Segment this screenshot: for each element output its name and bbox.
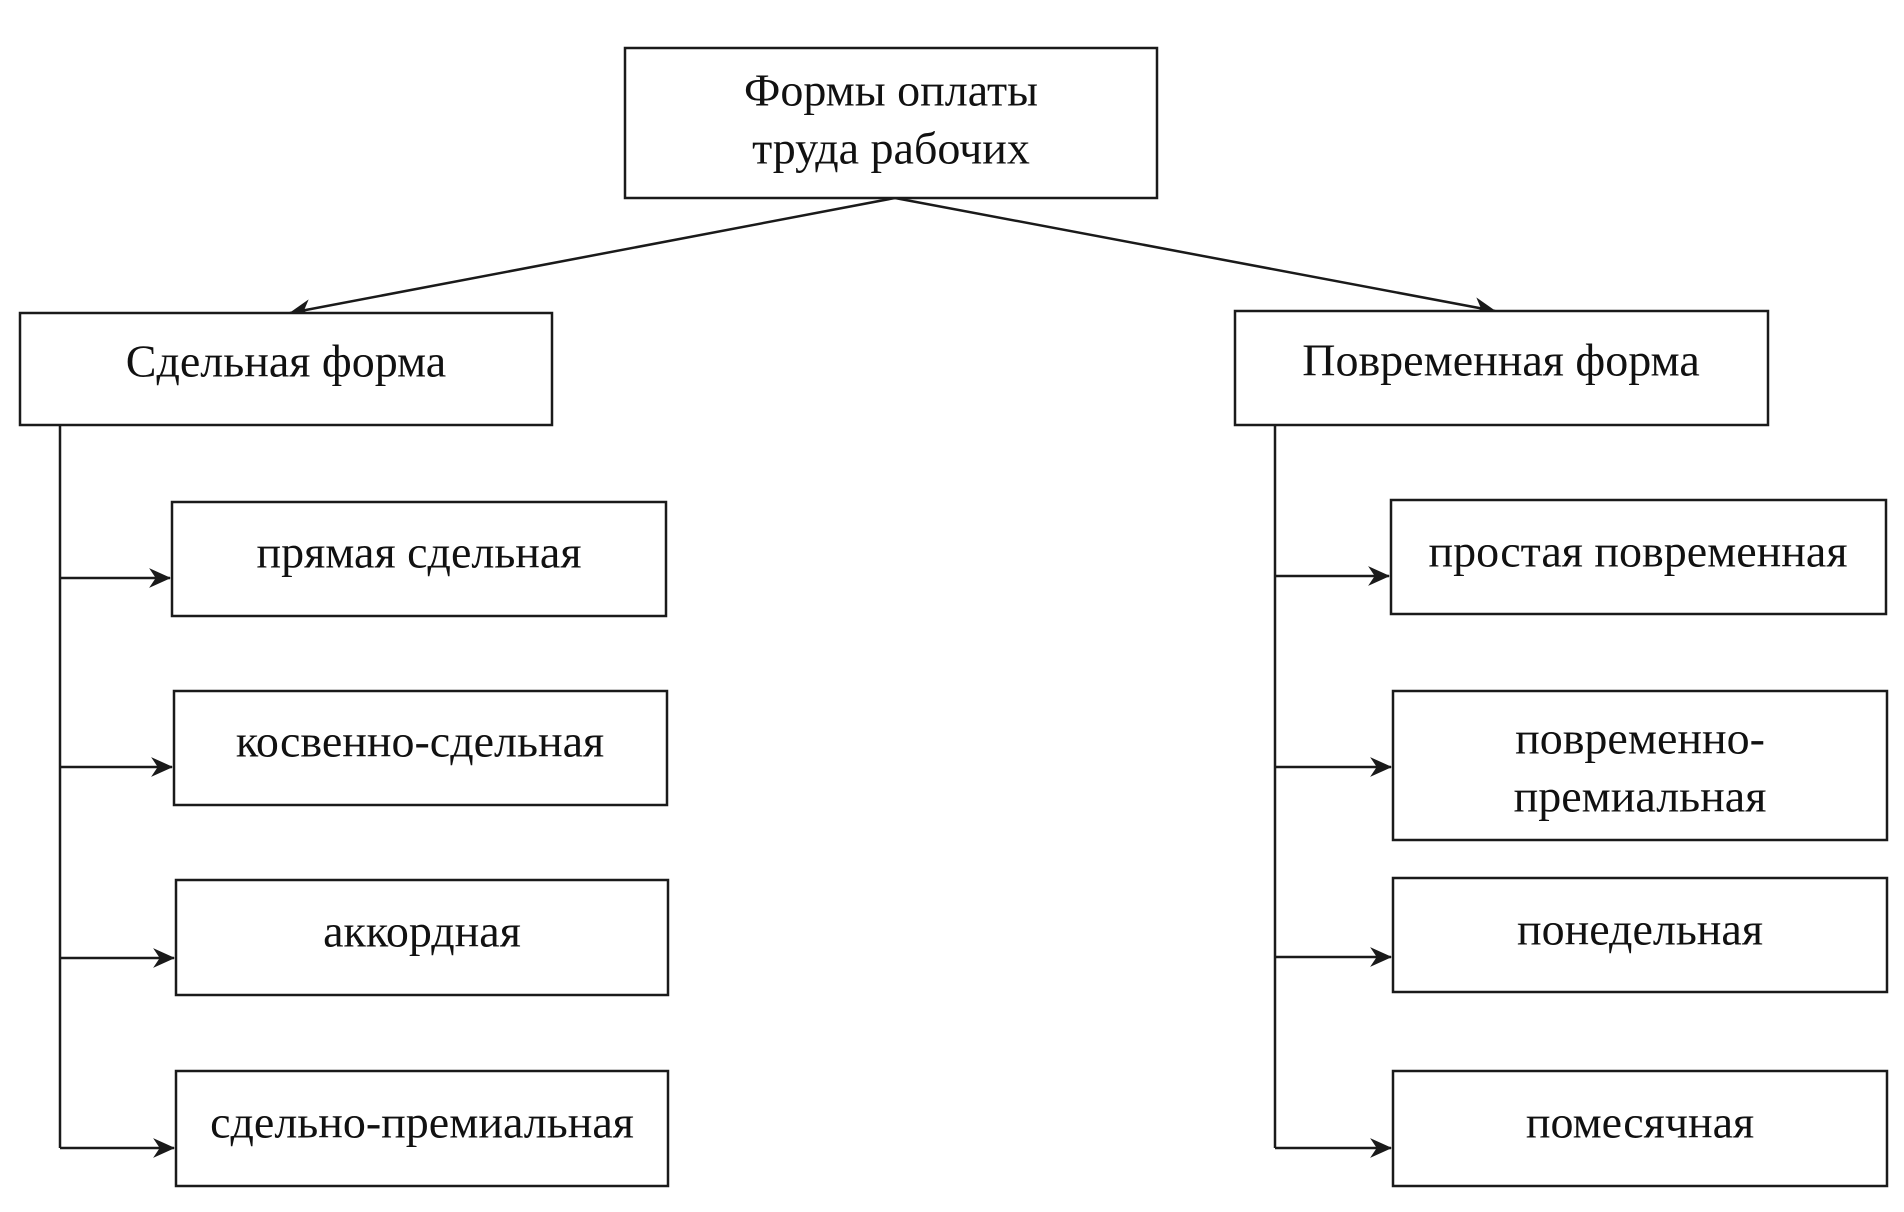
piecework-item-4-label: сдельно-премиальная [210,1097,634,1148]
timebased-item-2-label-line-2: премиальная [1514,771,1767,822]
timebased-item-3: понедельная [1391,876,1889,994]
piecework-item-1: прямая сдельная [170,500,668,618]
piecework-form-label: Сдельная форма [126,336,446,387]
timebased-item-2-label-line-1: повременно- [1515,713,1765,764]
piecework-item-3-label: аккордная [323,906,521,957]
timebased-item-4: помесячная [1391,1069,1889,1188]
piecework-item-2: косвенно-сдельная [172,689,669,807]
timebased-item-4-label: помесячная [1526,1097,1754,1148]
timebased-item-1: простая повременная [1389,498,1888,616]
piecework-item-3: аккордная [174,878,670,997]
root-to-piecework-arrow [288,196,896,319]
piecework-item-2-label: косвенно-сдельная [236,716,604,767]
root-to-timebased-arrow [894,196,1497,317]
timebased-item-1-label: простая повременная [1428,526,1847,577]
timebased-item-2: повременно- премиальная [1391,689,1889,842]
root-node: Формы оплаты труда рабочих [623,46,1159,200]
piecework-item-1-label: прямая сдельная [256,527,581,578]
timebased-form-label: Повременная форма [1302,335,1700,386]
timebased-form-node: Повременная форма [1233,309,1770,427]
timebased-item-3-label: понедельная [1517,904,1763,955]
root-node-line-1: Формы оплаты [744,65,1038,116]
piecework-form-node: Сдельная форма [18,311,554,427]
root-node-line-2: труда рабочих [752,123,1030,174]
piecework-item-4: сдельно-премиальная [174,1069,670,1188]
